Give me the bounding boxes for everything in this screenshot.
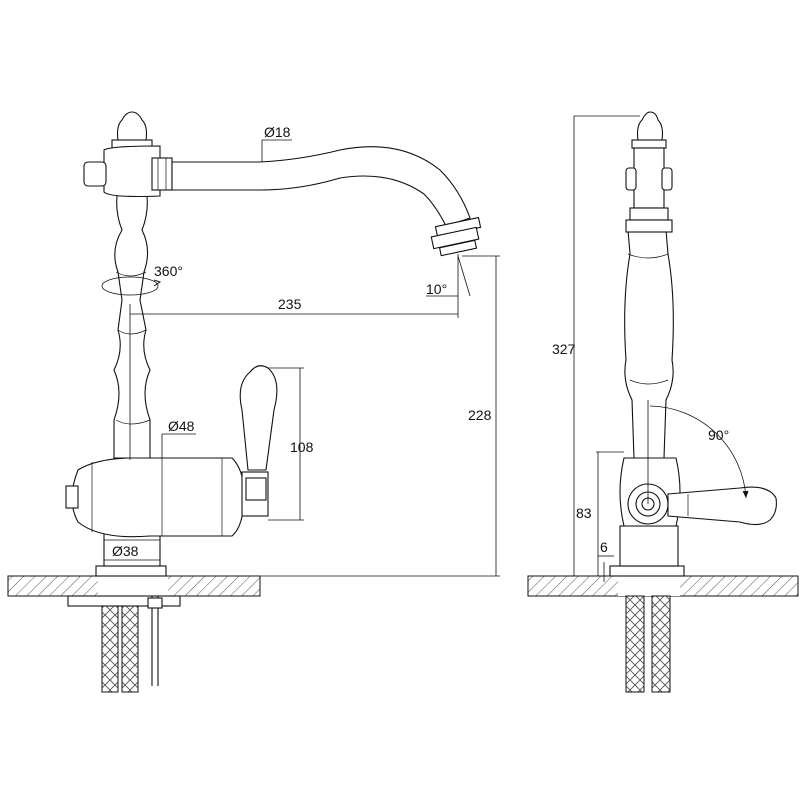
hose-side-left (625, 595, 645, 693)
base-plate-side (609, 565, 685, 577)
dimension-lines-front (104, 139, 500, 577)
handle-lever-side (667, 486, 777, 526)
base-neck-side (619, 525, 679, 567)
head-front (83, 111, 173, 198)
dim-reach: 235 (278, 296, 302, 312)
hose-side-right (651, 595, 671, 693)
dim-body-diameter: Ø48 (168, 418, 195, 434)
spout-front (171, 146, 482, 257)
handle-lever-front (239, 365, 278, 471)
column-front (113, 187, 151, 459)
mixer-body-side (619, 457, 681, 527)
front-view: Ø18 360° 10° 235 Ø48 108 228 Ø38 (7, 111, 500, 693)
dim-base-diameter: Ø38 (112, 543, 139, 559)
dim-spout-angle: 10° (426, 281, 447, 297)
mixer-body-front (65, 457, 269, 538)
dim-spout-diameter: Ø18 (264, 124, 291, 140)
dim-rotation: 360° (154, 263, 183, 279)
dim-lever-height: 83 (576, 505, 592, 521)
dim-mount-thickness: 6 (600, 539, 608, 555)
column-side (624, 229, 674, 459)
side-view: 327 90° 83 6 (527, 111, 799, 693)
dim-lever-angle: 90° (708, 427, 729, 443)
head-side (625, 111, 673, 233)
countertop-front (7, 575, 261, 597)
dim-spout-height: 228 (468, 407, 492, 423)
dimension-lines-side (573, 115, 749, 582)
rotation-indicator (101, 276, 162, 296)
mounting-hardware-front (67, 565, 181, 693)
countertop-side (527, 575, 799, 597)
dim-handle-height: 108 (290, 439, 314, 455)
dim-total-height: 327 (552, 341, 576, 357)
